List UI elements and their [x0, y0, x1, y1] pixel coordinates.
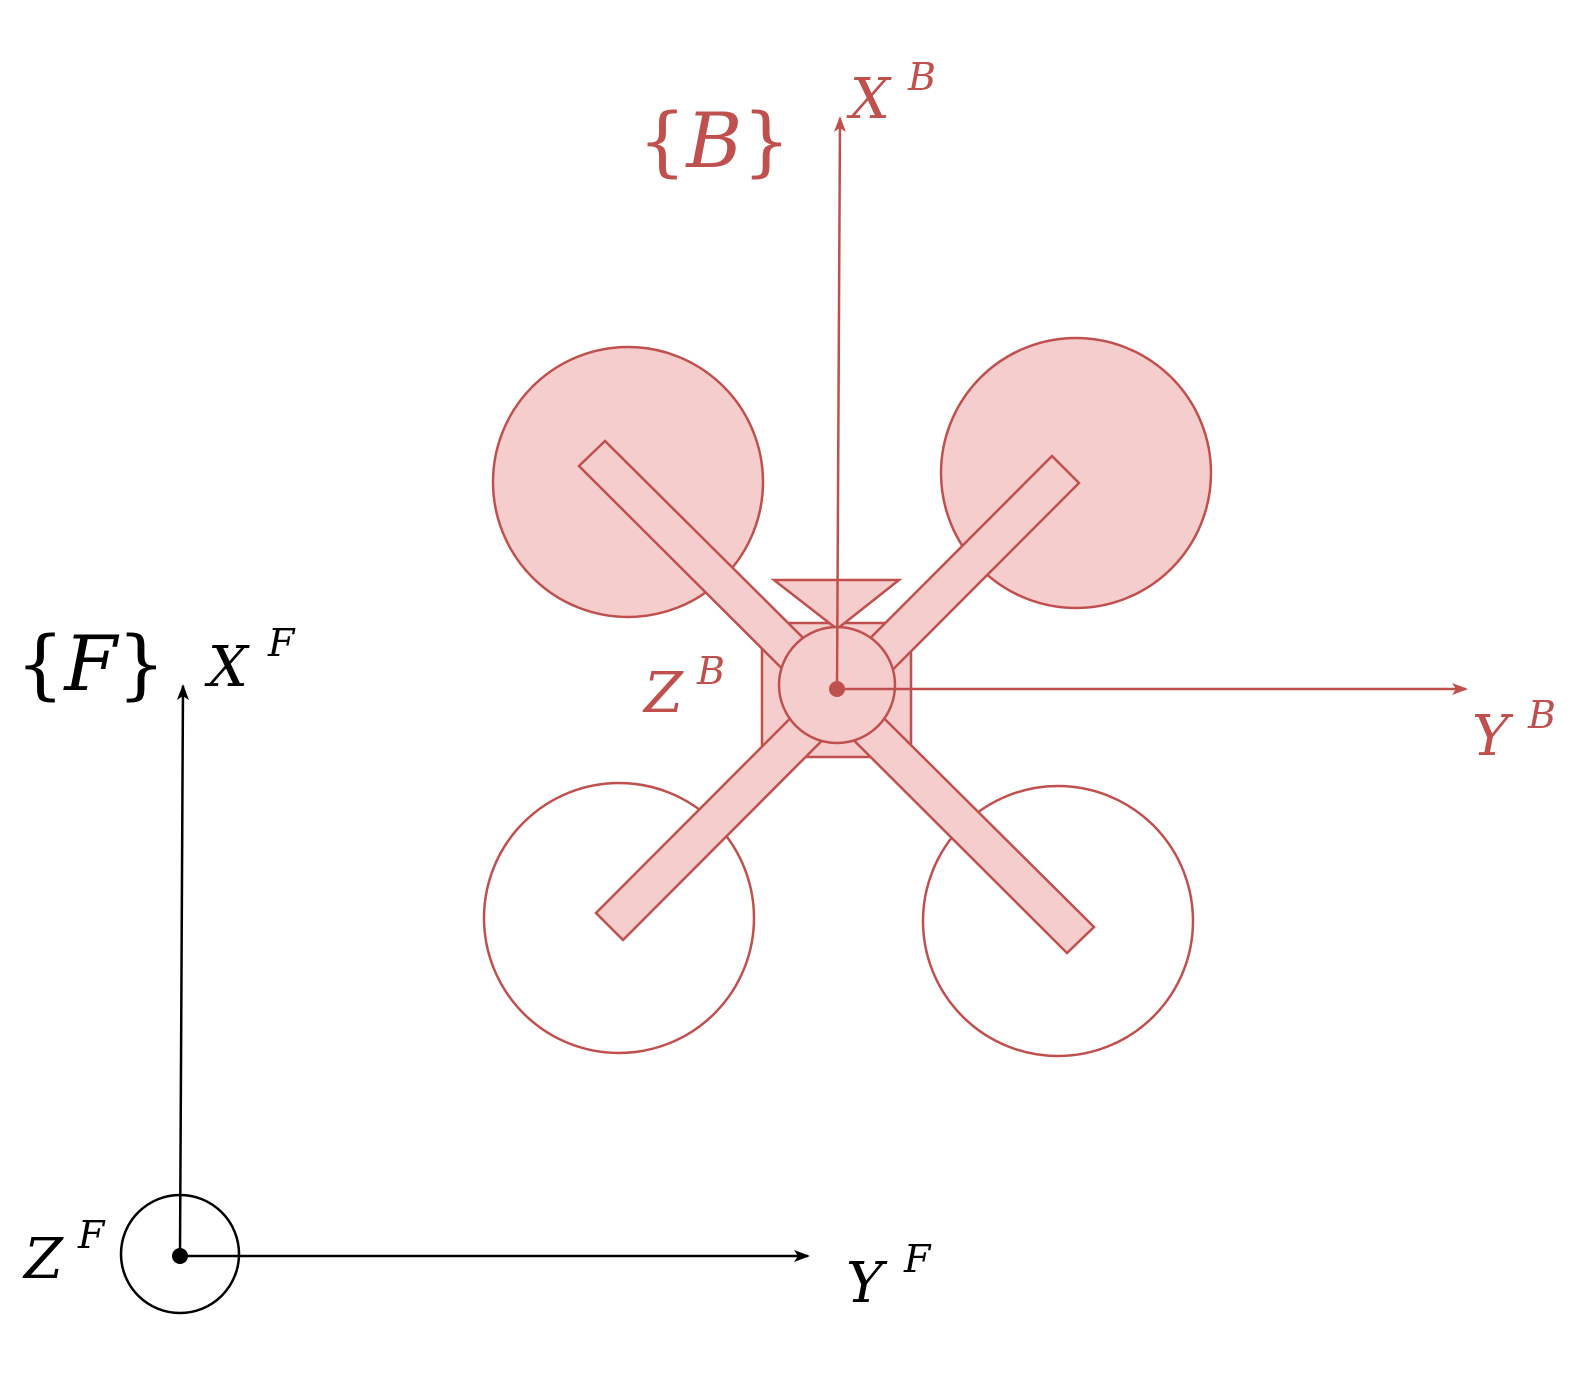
fixed-z-axis-label: Z	[22, 1227, 64, 1292]
fixed-z-axis-sup: F	[77, 1213, 106, 1257]
fixed-y-axis-label: Y	[846, 1251, 888, 1316]
body-x-axis	[833, 116, 846, 690]
fixed-x-axis-label: X	[204, 635, 250, 700]
body-z-axis-dot	[829, 681, 845, 697]
body-frame-axes	[829, 116, 1468, 697]
fixed-frame-name: {F}	[16, 619, 165, 708]
body-frame-name: {B}	[638, 96, 791, 185]
fixed-frame-axes	[119, 684, 810, 1315]
body-y-axis-sup: B	[1527, 693, 1556, 737]
fixed-x-axis-sup: F	[267, 621, 296, 665]
body-x-axis-label: X	[846, 67, 892, 132]
body-x-axis-sup: B	[907, 55, 936, 99]
fixed-x-axis	[176, 684, 189, 1255]
body-y-axis-label: Y	[1472, 704, 1514, 769]
body-z-axis-sup: B	[696, 649, 725, 693]
fixed-y-axis-sup: F	[903, 1237, 932, 1281]
fixed-z-axis-dot	[172, 1248, 188, 1264]
quadrotor	[482, 336, 1213, 1058]
body-z-axis-label: Z	[642, 661, 684, 726]
